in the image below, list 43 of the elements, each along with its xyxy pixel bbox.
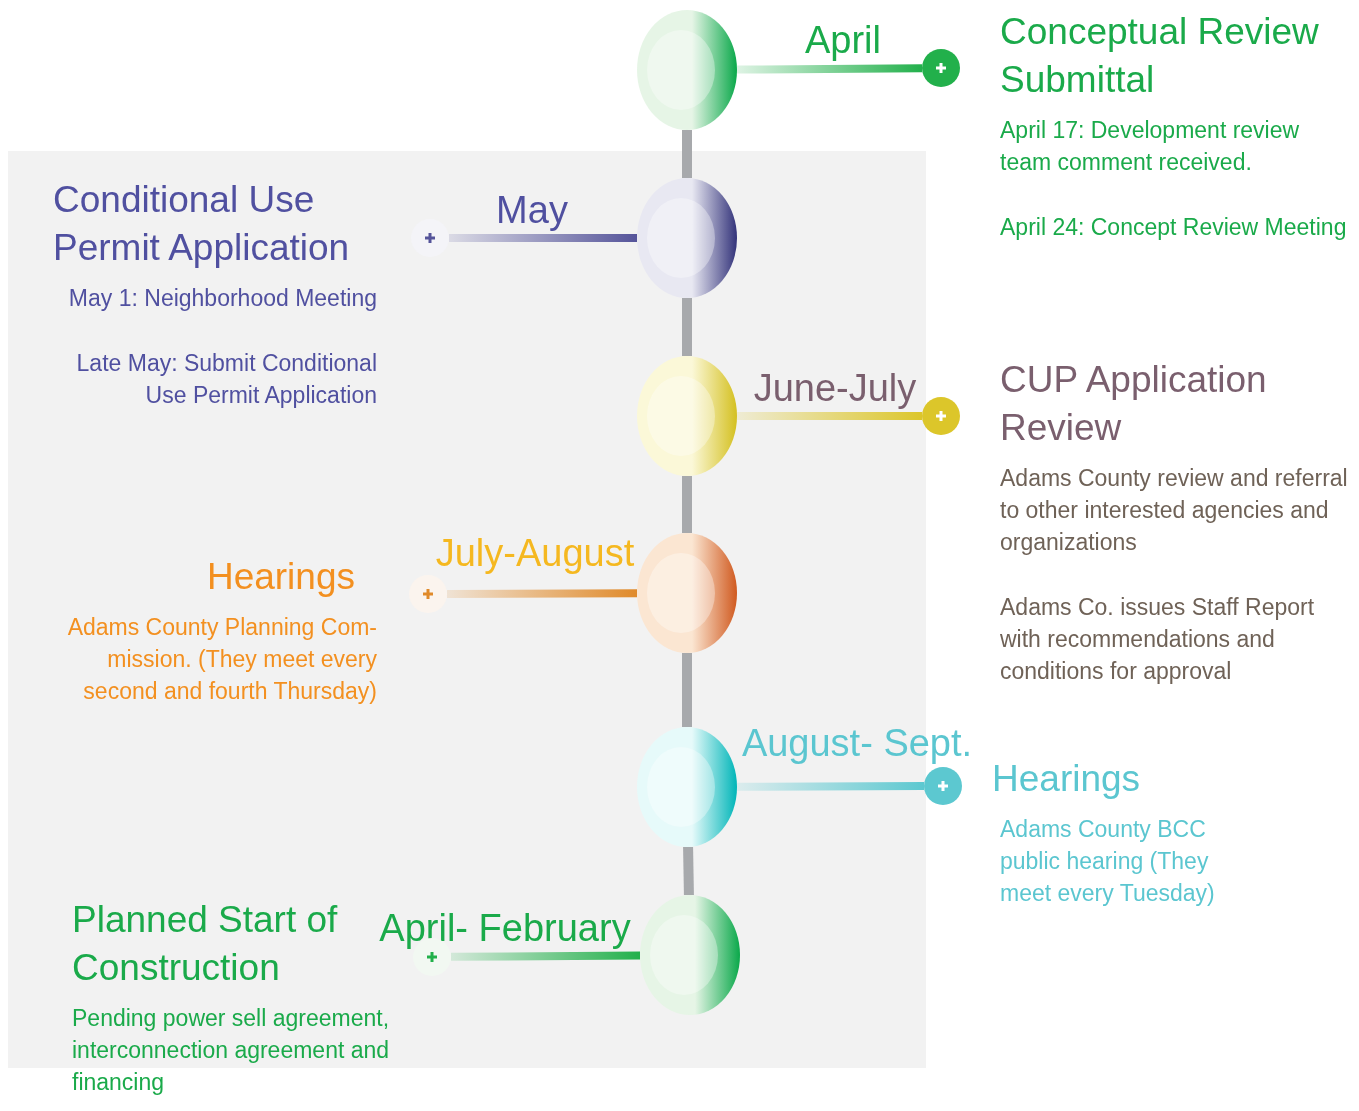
- milestone-note: Adams County Planning Com-mission. (They meet every second and fourth Thursday): [66, 613, 377, 706]
- milestone-circle: [637, 10, 737, 130]
- month-label: April- February: [379, 906, 631, 950]
- timeline-spine: [682, 653, 692, 727]
- month-label: August- Sept.: [741, 721, 973, 765]
- milestone-heading: Conceptual Review Submittal: [1000, 10, 1320, 102]
- month-label: April: [805, 18, 881, 62]
- milestone-note: April 17: Development review team comment received.: [1000, 116, 1301, 177]
- connector-line: [447, 589, 637, 598]
- pin-marker: [922, 49, 960, 87]
- month-label: May: [496, 188, 568, 232]
- milestone-circle: [637, 727, 737, 847]
- milestone-note: Late May: Submit Conditional Use Permit Application: [75, 349, 377, 410]
- milestone-heading: Hearings: [205, 555, 355, 599]
- timeline-spine: [682, 130, 692, 178]
- milestone-circle: [640, 895, 740, 1015]
- timeline-spine: [682, 476, 692, 533]
- pin-marker: [411, 219, 449, 257]
- milestone-note: May 1: Neighborhood Meeting: [67, 284, 377, 313]
- milestone-note: Adams Co. issues Staff Report with recommendations and conditions for approval: [1000, 593, 1316, 686]
- pin-marker: [409, 575, 447, 613]
- milestone-circle: [637, 356, 737, 476]
- milestone-heading: Planned Start of Construction: [72, 898, 339, 990]
- timeline-spine: [682, 298, 692, 356]
- milestone-note: Pending power sell agreement, interconnection agreement and financing: [72, 1004, 391, 1097]
- timeline-spine: [683, 846, 694, 896]
- pin-marker: [922, 397, 960, 435]
- connector-line: [450, 951, 641, 961]
- connector-line: [737, 412, 922, 420]
- milestone-note: Adams County BCC public hearing (They meet every Tuesday): [1000, 815, 1216, 908]
- month-label: June-July: [753, 366, 917, 410]
- milestone-circle: [637, 178, 737, 298]
- milestone-note: April 24: Concept Review Meeting: [1000, 213, 1348, 242]
- connector-line: [737, 782, 925, 791]
- milestone-circle: [637, 533, 737, 653]
- connector-line: [736, 64, 923, 74]
- pin-marker: [924, 767, 962, 805]
- milestone-note: Adams County review and referral to other interested agencies and organizations: [1000, 464, 1349, 557]
- milestone-heading: Hearings: [992, 757, 1142, 801]
- connector-line: [449, 234, 637, 242]
- milestone-heading: Conditional Use Permit Application: [53, 178, 351, 270]
- month-label: July-August: [435, 531, 635, 575]
- milestone-heading: CUP Application Review: [1000, 358, 1268, 450]
